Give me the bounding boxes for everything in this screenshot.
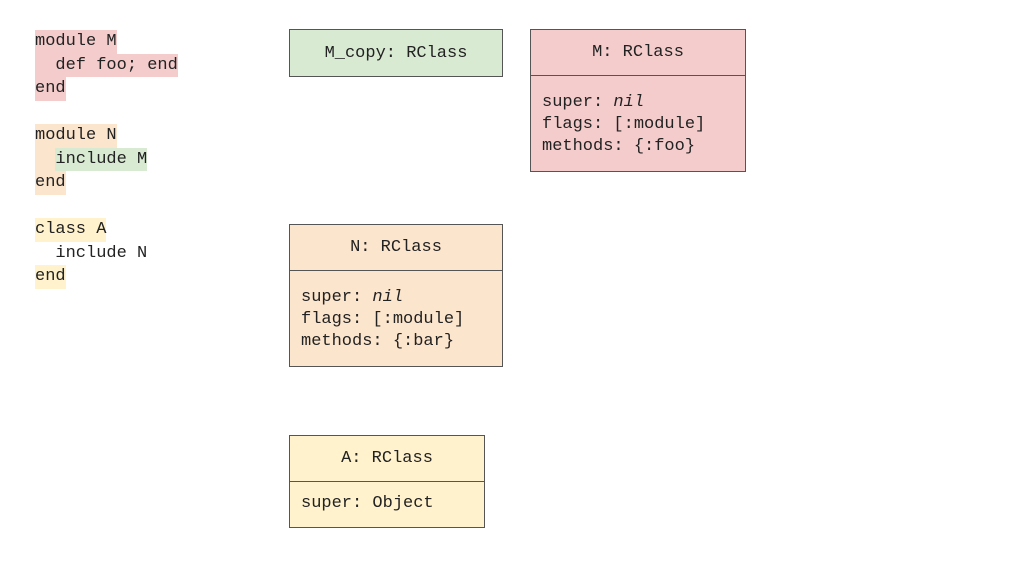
code-line: module N — [35, 124, 178, 148]
a-box-title: A: RClass — [290, 436, 484, 482]
m-methods-row: methods: {:foo} — [542, 137, 696, 156]
module-n-line1: module N — [35, 124, 117, 148]
n-super-row: super: nil — [301, 287, 491, 309]
code-line: end — [35, 77, 178, 101]
m-copy-rclass-box: M_copy: RClass — [289, 29, 503, 77]
n-super-label: super: — [301, 288, 373, 307]
n-flags-row: flags: [:module] — [301, 310, 465, 329]
class-a-line3: end — [35, 265, 66, 289]
n-rclass-box: N: RClass super: nil flags: [:module] me… — [289, 224, 503, 367]
class-a-line1: class A — [35, 218, 107, 242]
m-super-value: nil — [613, 93, 645, 112]
code-listing: module M def foo; end end module N inclu… — [35, 30, 178, 289]
module-n-line3: end — [35, 171, 66, 195]
module-m-line3: end — [35, 77, 66, 101]
m-box-body: super: nil flags: [:module] methods: {:f… — [531, 76, 745, 158]
module-m-line2: def foo; end — [35, 53, 178, 77]
code-line: end — [35, 171, 178, 195]
module-n-line2-indent — [35, 147, 56, 171]
code-line: module M — [35, 30, 178, 54]
a-rclass-box: A: RClass super: Object — [289, 435, 485, 528]
m-box-title: M: RClass — [531, 30, 745, 76]
code-line: include N — [35, 242, 178, 266]
n-methods-row: methods: {:bar} — [301, 332, 455, 351]
m-super-label: super: — [542, 93, 614, 112]
m-super-row: super: nil — [542, 92, 734, 114]
module-m-line1: module M — [35, 30, 117, 54]
n-box-title: N: RClass — [290, 225, 502, 271]
code-line: end — [35, 265, 178, 289]
m-copy-box-title: M_copy: RClass — [324, 43, 468, 63]
m-flags-row: flags: [:module] — [542, 115, 706, 134]
class-a-line2: include N — [35, 243, 148, 263]
a-super-row: super: Object — [301, 494, 434, 513]
code-line: include M — [35, 147, 178, 171]
n-super-value: nil — [372, 288, 404, 307]
a-box-body: super: Object — [290, 482, 484, 515]
n-box-body: super: nil flags: [:module] methods: {:b… — [290, 271, 502, 353]
code-line: def foo; end — [35, 53, 178, 77]
module-n-line2: include M — [55, 147, 148, 171]
code-line: class A — [35, 218, 178, 242]
m-rclass-box: M: RClass super: nil flags: [:module] me… — [530, 29, 746, 172]
